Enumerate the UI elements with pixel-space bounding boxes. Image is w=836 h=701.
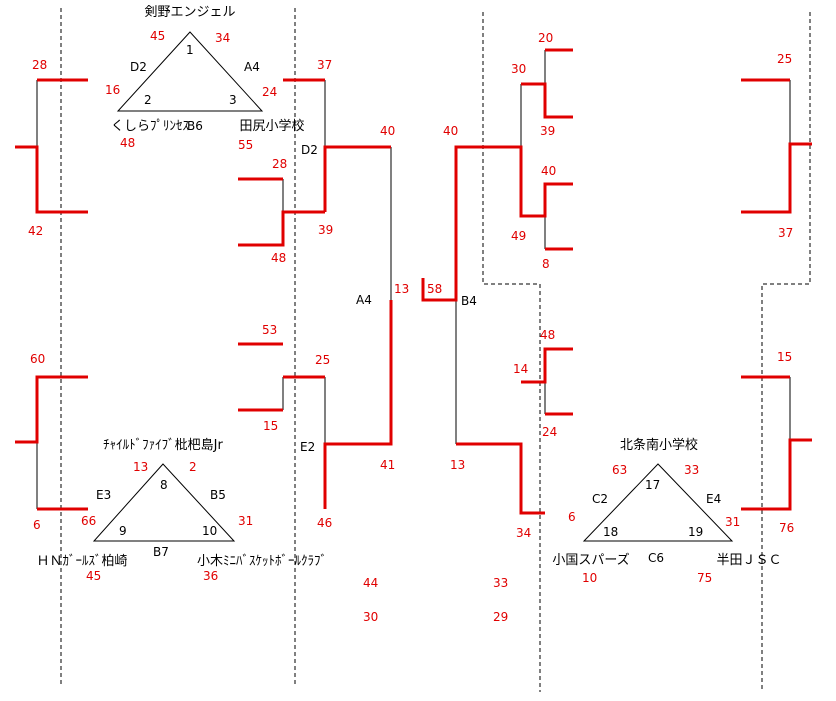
score-18-vs-17: 6 [568, 510, 576, 524]
group-top: 剣野エンジェル くしらﾌﾟﾘﾝｾｽ 田尻小学校 1 2 3 D2 A4 B6 4… [105, 5, 305, 152]
bracket-scores: 28 42 60 6 28 48 53 15 37 39 25 46 40 41… [28, 31, 794, 624]
game-label-e4: E4 [706, 492, 721, 506]
score: 39 [540, 124, 555, 138]
vertex-9: 9 [119, 524, 127, 538]
team-tsurugino-angel: 剣野エンジェル [144, 5, 235, 20]
score: 28 [272, 157, 287, 171]
vertex-18: 18 [603, 525, 618, 539]
game-label-d2: D2 [130, 60, 147, 74]
group-bottom-left: ﾁｬｲﾙﾄﾞﾌｧｲﾌﾞ枇杷島Jr ＨＮｶﾞｰﾙｽﾞ柏崎 小木ﾐﾆﾊﾞｽｹｯﾄﾎﾞ… [36, 438, 327, 583]
score-10-vs-9: 36 [203, 569, 218, 583]
team-tajiri-elementary: 田尻小学校 [239, 118, 304, 134]
game-label-b5: B5 [210, 488, 226, 502]
score-9-vs-8: 66 [81, 514, 96, 528]
score: 41 [380, 458, 395, 472]
game-label-c2: C2 [592, 492, 608, 506]
score-2-vs-1: 16 [105, 83, 120, 97]
triangle-bottom-left [92, 463, 236, 542]
score: 15 [777, 350, 792, 364]
score-2-vs-3: 48 [120, 136, 135, 150]
score-8-vs-9: 13 [133, 460, 148, 474]
score: 40 [380, 124, 395, 138]
score-17-vs-19: 33 [684, 463, 699, 477]
group-bottom-right: 北条南小学校 小国スパーズ 半田ＪＳＣ 17 18 19 C2 E4 C6 63… [552, 437, 781, 585]
bracket-game-labels: D2 A4 B4 E2 [300, 143, 477, 454]
team-koki-mini-basket: 小木ﾐﾆﾊﾞｽｹｯﾄﾎﾞｰﾙｸﾗﾌﾞ [197, 554, 327, 569]
score: 14 [513, 362, 528, 376]
score: 15 [263, 419, 278, 433]
score-17-vs-18: 63 [612, 463, 627, 477]
score: 6 [33, 518, 41, 532]
score: 24 [542, 425, 557, 439]
score-3-vs-1: 24 [262, 85, 277, 99]
score: 44 [363, 576, 378, 590]
score: 42 [28, 224, 43, 238]
score: 40 [443, 124, 458, 138]
score: 48 [540, 328, 555, 342]
vertex-8: 8 [160, 478, 168, 492]
game-label-a4: A4 [244, 60, 260, 74]
triangle-bottom-right [582, 463, 734, 542]
score-1-vs-2: 45 [150, 29, 165, 43]
score: 40 [541, 164, 556, 178]
triangle-top [116, 31, 264, 112]
game-label-d2-bracket: D2 [301, 143, 318, 157]
score: 37 [317, 58, 332, 72]
score: 8 [542, 257, 550, 271]
team-shoukoku-spurs: 小国スパーズ [552, 552, 629, 568]
vertex-19: 19 [688, 525, 703, 539]
score: 20 [538, 31, 553, 45]
score: 25 [777, 52, 792, 66]
score-1-vs-3: 34 [215, 31, 230, 45]
score: 48 [271, 251, 286, 265]
score: 30 [511, 62, 526, 76]
score-19-vs-18: 75 [697, 571, 712, 585]
team-child-five: ﾁｬｲﾙﾄﾞﾌｧｲﾌﾞ枇杷島Jr [103, 438, 223, 453]
score: 37 [778, 226, 793, 240]
score: 29 [493, 610, 508, 624]
score: 58 [427, 282, 442, 296]
game-label-b4-bracket: B4 [461, 294, 477, 308]
score-3-vs-2: 55 [238, 138, 253, 152]
score: 76 [779, 521, 794, 535]
score: 28 [32, 58, 47, 72]
team-kitajo-minami: 北条南小学校 [620, 437, 698, 453]
score-18-vs-19: 10 [582, 571, 597, 585]
score: 39 [318, 223, 333, 237]
score: 53 [262, 323, 277, 337]
score: 13 [450, 458, 465, 472]
score: 34 [516, 526, 531, 540]
vertex-2: 2 [144, 93, 152, 107]
score: 30 [363, 610, 378, 624]
winner-paths [15, 48, 812, 515]
team-handa-jsc: 半田ＪＳＣ [716, 553, 781, 568]
bracket-lines [36, 50, 791, 509]
game-label-b6: B6 [187, 119, 203, 133]
game-label-b7: B7 [153, 545, 169, 559]
score-8-vs-10: 2 [189, 460, 197, 474]
score-10-vs-8: 31 [238, 514, 253, 528]
score: 33 [493, 576, 508, 590]
score: 49 [511, 229, 526, 243]
team-kujira-princess: くしらﾌﾟﾘﾝｾｽ [111, 119, 190, 134]
score-9-vs-10: 45 [86, 569, 101, 583]
score-19-vs-17: 31 [725, 515, 740, 529]
game-label-a4-bracket: A4 [356, 293, 372, 307]
game-label-e2-bracket: E2 [300, 440, 315, 454]
game-label-c6: C6 [648, 551, 664, 565]
vertex-3: 3 [229, 93, 237, 107]
score: 13 [394, 282, 409, 296]
vertex-1: 1 [186, 43, 194, 57]
team-hn-girls: ＨＮｶﾞｰﾙｽﾞ柏崎 [36, 554, 127, 569]
game-label-e3: E3 [96, 488, 111, 502]
vertex-17: 17 [645, 478, 660, 492]
score: 25 [315, 353, 330, 367]
score: 46 [317, 516, 332, 530]
round-robin-triangles [92, 31, 734, 542]
score: 60 [30, 352, 45, 366]
vertex-10: 10 [202, 524, 217, 538]
